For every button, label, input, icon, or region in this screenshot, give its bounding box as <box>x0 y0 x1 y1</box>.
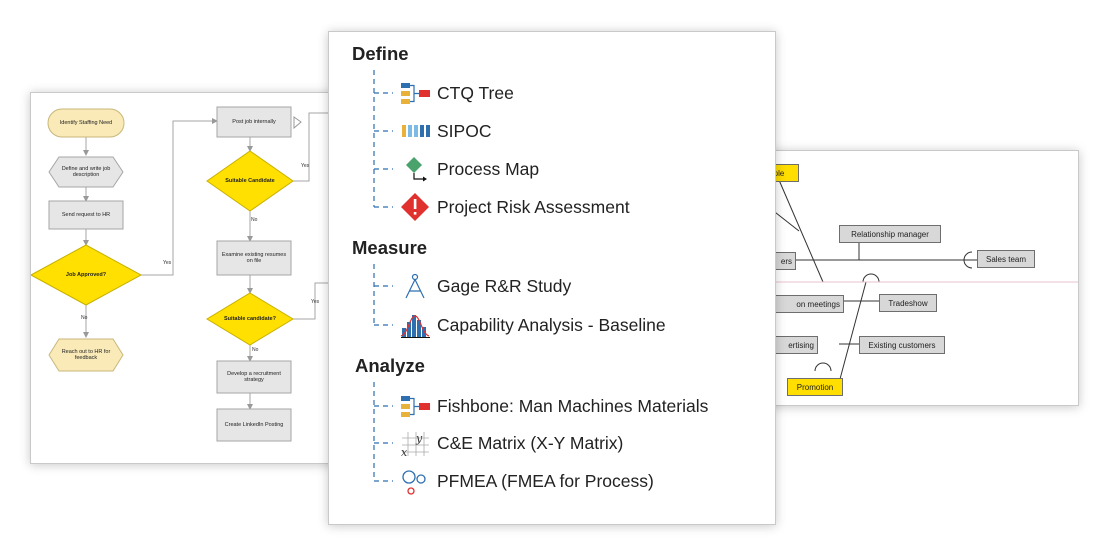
tree-item-label: CTQ Tree <box>437 82 514 103</box>
edge-yes-label: Yes <box>311 299 320 305</box>
sales-team-box: Sales team <box>977 250 1035 268</box>
fishbone-canvas <box>751 179 1078 395</box>
promotion-category: Promotion <box>787 378 843 396</box>
tree-item-ce-matrix[interactable]: y x C&E Matrix (X-Y Matrix) <box>399 430 624 457</box>
node-examine-shape <box>216 240 292 276</box>
ce-matrix-icon: y x <box>399 430 431 457</box>
tree-item-sipoc[interactable]: SIPOC <box>399 118 491 144</box>
fishbone-panel: ple Relationship manager ers Sales team … <box>740 150 1079 406</box>
node-post-shape <box>216 106 292 138</box>
fishbone-icon <box>399 393 431 419</box>
svg-text:x: x <box>401 446 408 457</box>
node-identify-shape <box>47 108 125 138</box>
node-develop-shape <box>216 360 292 394</box>
edge-no-label: No <box>81 315 88 321</box>
node-suitable1-label: Suitable Candidate <box>225 177 275 184</box>
tree-item-ctq-tree[interactable]: CTQ Tree <box>399 80 514 106</box>
relationship-manager-box: Relationship manager <box>839 225 941 243</box>
edge-yes-label: Yes <box>163 260 172 266</box>
existing-customers-box: Existing customers <box>859 336 945 354</box>
process-map-icon <box>399 156 431 182</box>
node-suitable2-shape <box>206 292 294 346</box>
tree-item-gage-rr[interactable]: Gage R&R Study <box>399 273 571 299</box>
flow-arrow-icon <box>293 116 302 130</box>
risk-assessment-icon <box>399 193 431 221</box>
section-measure-title: Measure <box>352 237 428 258</box>
capability-analysis-icon <box>399 312 431 338</box>
node-linkedin-label: Create LinkedIn Posting <box>224 421 284 428</box>
tree-item-label: Fishbone: Man Machines Materials <box>437 395 709 416</box>
tree-item-capability[interactable]: Capability Analysis - Baseline <box>399 312 666 338</box>
tree-item-process-map[interactable]: Process Map <box>399 156 539 182</box>
node-post-label: Post job internally <box>232 118 276 125</box>
node-approved-shape <box>31 244 143 306</box>
tree-connectors <box>373 70 393 482</box>
node-define-label: Define and write job description <box>61 165 111 178</box>
flowchart-panel: Identify Staffing Need Define and write … <box>30 92 372 464</box>
node-approved-label: Job Approved? <box>65 271 107 278</box>
tool-tree-panel: Define Measure Analyze CTQ Tree SIPOC <box>328 31 776 525</box>
tree-item-label: Gage R&R Study <box>437 275 572 296</box>
tree-item-label: PFMEA (FMEA for Process) <box>437 470 654 491</box>
node-suitable2-label: Suitable candidate? <box>224 315 276 322</box>
pfmea-icon <box>399 468 431 495</box>
node-suitable1-shape <box>206 150 294 212</box>
edge-no-label: No <box>251 217 258 223</box>
edge-yes-label: Yes <box>301 163 310 169</box>
edge-no-label: No <box>252 347 259 353</box>
svg-text:y: y <box>415 432 423 445</box>
tree-item-label: C&E Matrix (X-Y Matrix) <box>437 432 624 453</box>
tree-item-label: Capability Analysis - Baseline <box>437 314 666 335</box>
ctq-tree-icon <box>399 80 431 106</box>
gage-rr-icon <box>399 273 431 299</box>
tree-item-label: Process Map <box>437 158 540 179</box>
node-develop-label: Develop a recruitment strategy <box>227 370 281 383</box>
tree-item-fishbone[interactable]: Fishbone: Man Machines Materials <box>399 393 708 419</box>
node-identify-label: Identify Staffing Need <box>59 119 113 126</box>
node-reach-shape <box>48 338 124 372</box>
flowchart-canvas <box>31 106 331 442</box>
tree-item-pfmea[interactable]: PFMEA (FMEA for Process) <box>399 468 654 495</box>
section-analyze-title: Analyze <box>355 355 425 376</box>
node-examine-label: Examine existing resumes on file <box>221 251 287 264</box>
tree-item-label: Project Risk Assessment <box>437 196 630 217</box>
node-define-shape <box>48 156 124 188</box>
node-send-shape <box>48 200 124 230</box>
section-define-title: Define <box>352 43 409 64</box>
sipoc-icon <box>399 118 431 144</box>
tree-item-label: SIPOC <box>437 120 492 141</box>
node-send-label: Send request to HR <box>61 211 111 218</box>
node-linkedin-shape <box>216 408 292 442</box>
tree-item-project-risk[interactable]: Project Risk Assessment <box>399 193 630 221</box>
tradeshow-box: Tradeshow <box>879 294 937 312</box>
node-reach-label: Reach out to HR for feedback <box>61 348 111 361</box>
